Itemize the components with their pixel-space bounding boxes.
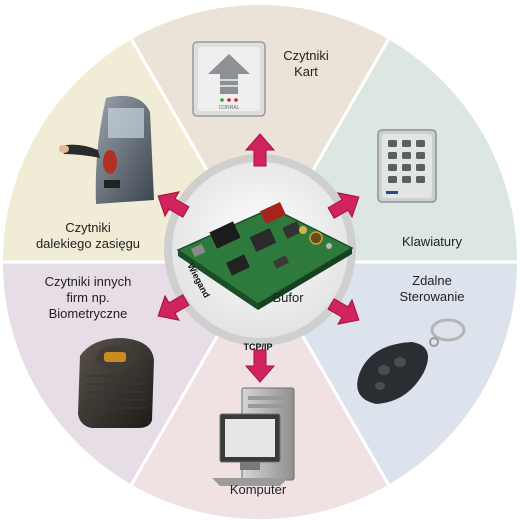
center-label: Bufor (272, 290, 304, 305)
keypad-key (388, 176, 397, 183)
computer-image (212, 387, 295, 486)
svg-text:Biometryczne: Biometryczne (49, 306, 128, 321)
label-biometric: Czytniki innych firm np. Biometryczne (45, 274, 132, 321)
arrow-up (244, 133, 276, 167)
keypad-key (388, 152, 397, 159)
keypad-key (416, 164, 425, 171)
arrow-upper-right (327, 192, 360, 219)
car-image (59, 95, 154, 204)
buffer-board-image (176, 202, 354, 310)
svg-text:Klawiatury: Klawiatury (402, 234, 462, 249)
svg-text:Czytniki: Czytniki (65, 220, 111, 235)
keypad-key (388, 164, 397, 171)
svg-text:Czytniki innych: Czytniki innych (45, 274, 132, 289)
svg-text:Sterowanie: Sterowanie (399, 289, 464, 304)
label-remote: Zdalne Sterowanie (399, 273, 464, 304)
keypad-key (388, 140, 397, 147)
svg-text:Czytniki: Czytniki (283, 48, 329, 63)
keypad-key (416, 140, 425, 147)
card-reader-image: CORRAL (192, 41, 266, 117)
keypad-key (402, 152, 411, 159)
svg-text:Komputer: Komputer (230, 482, 287, 497)
biometric-reader-image (78, 338, 154, 428)
remote-image (357, 318, 466, 404)
arrow-lower-right (327, 298, 360, 325)
keypad-key (416, 152, 425, 159)
label-cards: Czytniki Kart (283, 48, 329, 79)
svg-text:Kart: Kart (294, 64, 318, 79)
svg-text:dalekiego zasięgu: dalekiego zasięgu (36, 236, 140, 251)
keypad-key (402, 164, 411, 171)
svg-text:firm np.: firm np. (66, 290, 109, 305)
keypad-key (402, 176, 411, 183)
label-computer: Komputer (230, 482, 287, 497)
connector-tcpip: TCP/IP (243, 342, 272, 352)
arrow-down (244, 349, 276, 383)
label-keypad: Klawiatury (402, 234, 462, 249)
keypad-key (402, 140, 411, 147)
arrow-lower-left (157, 294, 190, 321)
keypad-key (416, 176, 425, 183)
keypad-image (377, 129, 437, 203)
arrows (157, 133, 360, 383)
label-longrange: Czytniki dalekiego zasięgu (36, 220, 140, 251)
card-reader-brand: CORRAL (219, 105, 240, 111)
svg-text:Zdalne: Zdalne (412, 273, 452, 288)
arrow-upper-left (157, 191, 190, 218)
